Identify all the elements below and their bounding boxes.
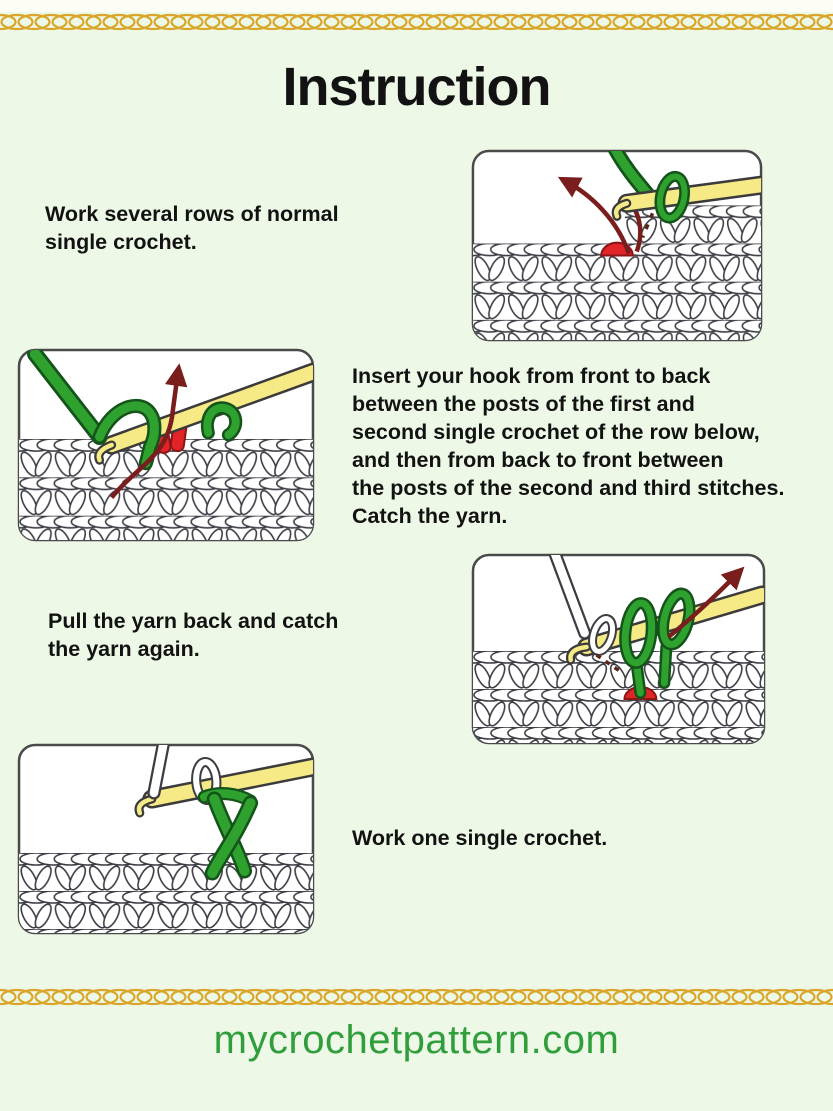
page-title: Instruction bbox=[282, 57, 552, 117]
step-1-text: Work several rows of normal single croch… bbox=[45, 202, 339, 254]
chain-border-bottom-icon bbox=[0, 986, 833, 1008]
chain-border-top-icon bbox=[0, 11, 833, 33]
step-1-crochet-diagram-icon bbox=[469, 147, 765, 344]
step-3-text: Pull the yarn back and catch the yarn ag… bbox=[48, 609, 339, 661]
step-4-crochet-diagram-icon bbox=[15, 741, 317, 937]
step-4-text: Work one single crochet. bbox=[352, 826, 608, 850]
step-2-text: Insert your hook from front to back betw… bbox=[352, 364, 785, 528]
top-border-strip bbox=[0, 0, 833, 12]
website-link[interactable]: mycrochetpattern.com bbox=[213, 1018, 620, 1062]
footer: mycrochetpattern.com bbox=[0, 1018, 833, 1063]
step-2-crochet-diagram-icon bbox=[15, 346, 317, 544]
step-3-crochet-diagram-icon bbox=[469, 551, 768, 747]
